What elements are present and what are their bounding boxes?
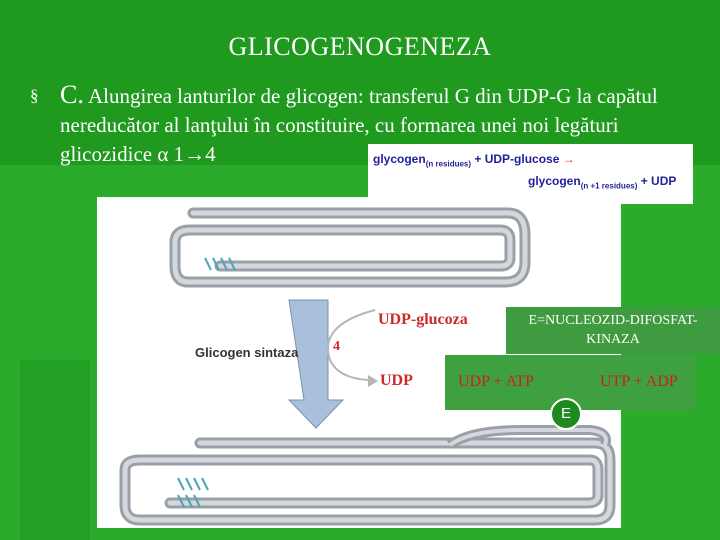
body-text: C. Alungirea lanturilor de glicogen: tra…	[60, 80, 710, 169]
eq-n1-residues: (n +1 residues)	[580, 181, 638, 191]
background-panel	[20, 360, 90, 540]
glycogen-chain-top	[169, 207, 531, 288]
glicogen-sintaza-label: Glicogen sintaza	[195, 345, 299, 360]
bullet-marker: §	[30, 86, 39, 105]
enzyme-e-badge: E	[550, 398, 582, 430]
eq-glycogen-n1: glycogen	[528, 174, 581, 188]
helix-segment-top	[204, 257, 236, 271]
body-prefix: C.	[60, 80, 84, 109]
reaction-left: UDP + ATP	[458, 373, 535, 390]
enzyme-box	[506, 307, 720, 354]
curved-arrow-head	[368, 375, 378, 387]
new-residue-hook	[447, 425, 611, 450]
eq-glycogen-n: glycogen	[373, 152, 426, 166]
down-arrow	[287, 299, 345, 429]
udp-glucoza-label: UDP-glucoza	[378, 311, 468, 328]
eq-udp: + UDP	[637, 174, 677, 188]
slide-title: GLICOGENOGENEZA	[228, 32, 492, 61]
helix-segment-bottom	[177, 477, 209, 508]
curved-arrow	[326, 309, 376, 381]
equation-box: glycogen(n residues) + UDP-glucose → gly…	[368, 144, 693, 204]
enzyme-name: E=NUCLEOZID-DIFOSFAT-KINAZA	[528, 313, 698, 347]
glycogen-chain-bottom	[119, 437, 616, 526]
equation-line-1: glycogen(n residues) + UDP-glucose →	[373, 152, 575, 168]
equation-line-2: glycogen(n +1 residues) + UDP	[528, 174, 676, 190]
udp-label: UDP	[380, 372, 413, 389]
eq-arrow: →	[562, 152, 575, 166]
eq-n-residues: (n residues)	[425, 159, 472, 169]
reaction-right: UTP + ADP	[600, 373, 678, 390]
eq-udp-glucose: + UDP-glucose	[471, 152, 563, 166]
body-main: Alungirea lanturilor de glicogen: transf…	[60, 84, 658, 166]
step-number: 4	[333, 339, 340, 354]
